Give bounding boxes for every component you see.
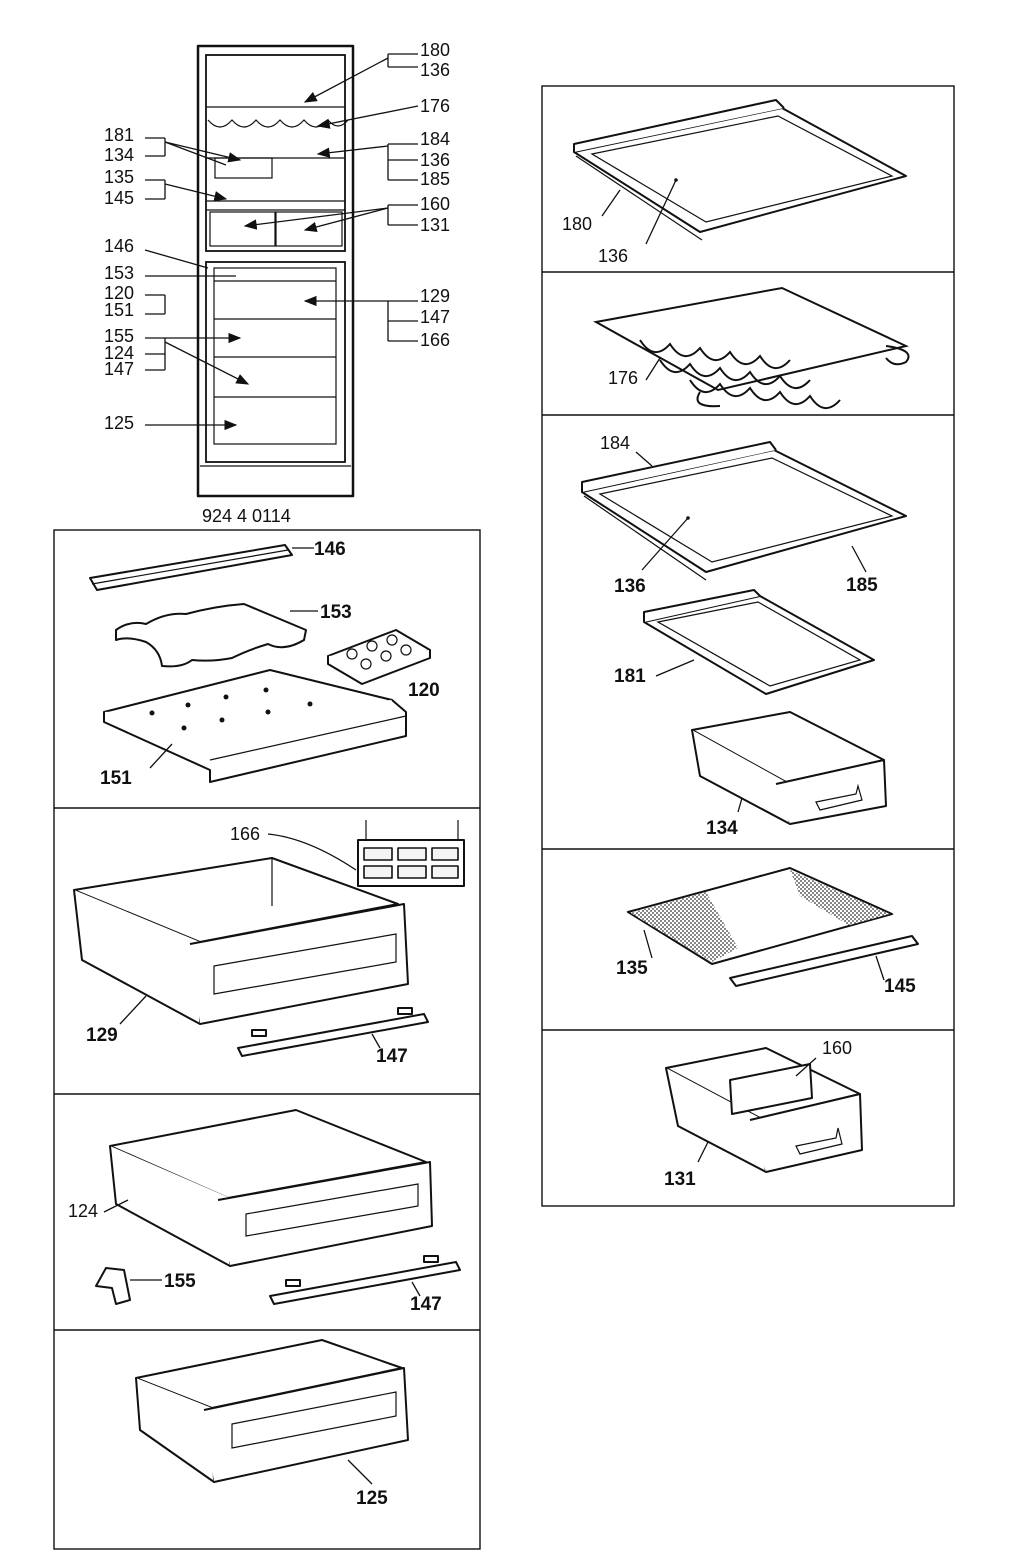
part-134-crisper-box: [691, 711, 887, 825]
part-125-drawer: [135, 1339, 409, 1483]
panel-label-184: 184: [600, 433, 630, 453]
overview-label-136: 136: [420, 60, 450, 80]
panel-label-181: 181: [614, 666, 646, 687]
part-181-small-shelf: [643, 589, 875, 695]
overview-label-160: 160: [420, 194, 450, 214]
overview-label-125: 125: [104, 413, 134, 433]
panel-crisper-131: 160 131: [664, 1038, 863, 1190]
overview-label-131: 131: [420, 215, 450, 235]
overview-label-136-b: 136: [420, 150, 450, 170]
panel-label-147: 147: [376, 1046, 408, 1067]
fridge-overview: 180 136 176 181 134 184 136 185 135 145 …: [104, 40, 450, 526]
panel-glass-shelf-180: 180 136: [562, 99, 907, 266]
part-176-wire-bottle-rack: [593, 286, 910, 409]
part-135-cover-plate: [626, 867, 894, 965]
panel-bottle-rack-176: 176: [593, 286, 910, 409]
part-160-divider: [729, 1063, 813, 1115]
part-129-drawer: [73, 857, 409, 1025]
panel-label-134: 134: [706, 818, 738, 839]
part-145-rail: [729, 935, 919, 987]
part-155-clip: [95, 1267, 131, 1305]
overview-label-146: 146: [104, 236, 134, 256]
part-124-drawer: [109, 1109, 433, 1267]
part-184-glass-shelf: [581, 441, 907, 581]
panel-label-151: 151: [100, 768, 132, 789]
overview-label-120: 120: [104, 283, 134, 303]
part-120-ice-cube-tray: [327, 629, 431, 685]
panel-label-135: 135: [616, 958, 648, 979]
panel-label-146: 146: [314, 539, 346, 560]
overview-label-153: 153: [104, 263, 134, 283]
overview-label-176: 176: [420, 96, 450, 116]
panel-label-160: 160: [822, 1038, 852, 1058]
panel-label-136-b: 136: [614, 576, 646, 597]
left-panels: [53, 529, 481, 1550]
overview-label-147: 147: [420, 307, 450, 327]
overview-label-129: 129: [420, 286, 450, 306]
overview-label-151: 151: [104, 300, 134, 320]
panel-drawer-124: 124 155 147: [68, 1109, 461, 1315]
panel-label-155: 155: [164, 1271, 196, 1292]
panel-drawer-125: 125: [135, 1339, 409, 1509]
overview-label-134: 134: [104, 145, 134, 165]
panel-cover-135-145: 135 145: [616, 867, 919, 997]
part-151-freezer-tray: [103, 669, 407, 783]
panel-freezer-tray: 146 153 120: [89, 539, 440, 789]
panel-label-129: 129: [86, 1025, 118, 1046]
overview-label-145: 145: [104, 188, 134, 208]
part-146-rail: [89, 544, 293, 591]
part-166-divider-insert: [357, 820, 465, 887]
part-180-glass-shelf: [573, 99, 907, 241]
overview-label-185: 185: [420, 169, 450, 189]
model-number: 924 4 0114: [202, 506, 291, 526]
overview-label-180: 180: [420, 40, 450, 60]
overview-label-135: 135: [104, 167, 134, 187]
panel-label-185: 185: [846, 575, 878, 596]
panel-label-131: 131: [664, 1169, 696, 1190]
panel-label-145: 145: [884, 976, 916, 997]
overview-label-184: 184: [420, 129, 450, 149]
panel-drawer-129: 166 129 147: [73, 820, 465, 1067]
overview-label-147-b: 147: [104, 359, 134, 379]
panel-label-176: 176: [608, 368, 638, 388]
part-147-rail: [237, 1007, 429, 1057]
overview-label-166: 166: [420, 330, 450, 350]
part-147-rail-b: [269, 1255, 461, 1305]
part-153-ice-tray-lid: [115, 603, 307, 668]
panel-label-166: 166: [230, 824, 260, 844]
right-panels: [541, 85, 955, 1207]
overview-label-124: 124: [104, 343, 134, 363]
panel-label-120: 120: [408, 680, 440, 701]
panel-label-136: 136: [598, 246, 628, 266]
panel-label-147-b: 147: [410, 1294, 442, 1315]
panel-label-124: 124: [68, 1201, 98, 1221]
panel-shelves-184-181-134: 184 136 185 181 134: [581, 433, 907, 839]
panel-label-180: 180: [562, 214, 592, 234]
overview-label-155: 155: [104, 326, 134, 346]
overview-label-181: 181: [104, 125, 134, 145]
panel-label-125: 125: [356, 1488, 388, 1509]
part-131-crisper-box: [665, 1047, 863, 1173]
panel-label-153: 153: [320, 602, 352, 623]
